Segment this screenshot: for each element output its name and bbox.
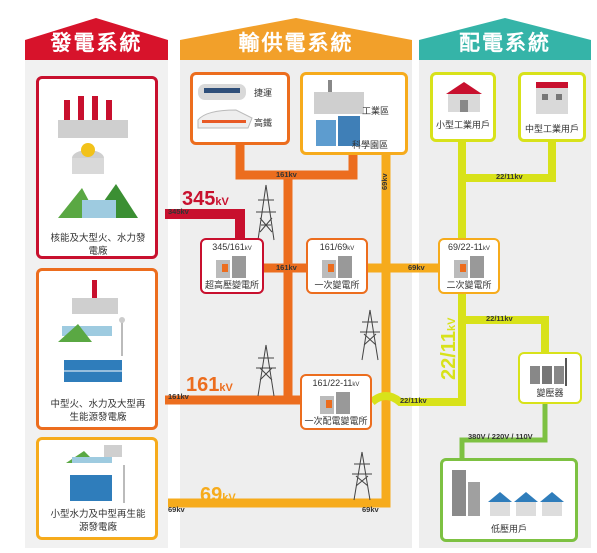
primary-dist-substation-name: 一次配電變電所 xyxy=(304,416,368,426)
large-plant-label: 核能及大型火、水力發電廠 xyxy=(50,233,146,257)
voltage-22-11-label: 22/11kV xyxy=(438,317,460,380)
generation-header-banner xyxy=(25,18,168,60)
transformer-icon xyxy=(530,358,567,386)
tag-161kv-gen: 161kv xyxy=(168,392,189,401)
voltage-161-label: 161kV xyxy=(186,374,233,396)
mrt-label: 捷運 xyxy=(254,88,273,98)
tag-345kv: 345kv xyxy=(168,207,189,216)
secondary-substation-ratio: 69/22-11kV xyxy=(448,242,490,252)
small-plant-illustration xyxy=(66,445,125,503)
substation-icon xyxy=(216,256,246,278)
line-low-voltage xyxy=(459,395,548,460)
large-plant-illustration xyxy=(58,96,138,218)
header-banners xyxy=(25,18,591,60)
medium-factory-icon xyxy=(536,82,568,114)
medium-plant-label: 中型火、水力及大型再生能源發電廠 xyxy=(50,399,146,423)
line-345kv xyxy=(165,209,245,248)
substation-icon xyxy=(454,256,484,278)
primary-substation-name: 一次變電所 xyxy=(314,280,360,290)
tag-69kv-vertical: 69kv xyxy=(380,173,389,190)
ehv-substation-ratio: 345/161kV xyxy=(212,242,252,252)
transmission-header-banner xyxy=(180,18,412,60)
line-22kv-low xyxy=(369,290,466,406)
train-illustration xyxy=(197,84,253,129)
substation-icon xyxy=(322,256,352,278)
primary-dist-substation-box xyxy=(300,374,372,430)
distribution-header: 配電系統 xyxy=(459,32,551,55)
low-voltage-label: 低壓用戶 xyxy=(490,524,527,534)
primary-dist-substation-ratio: 161/22-11kV xyxy=(312,378,360,388)
science-park-label: 科學園區 xyxy=(352,140,389,150)
tag-low-voltage: 380V / 220V / 110V xyxy=(468,432,533,441)
tag-22-11kv-top: 22/11kv xyxy=(496,172,523,181)
tag-161kv-top: 161kv xyxy=(276,170,297,179)
voltage-69-label: 69kV xyxy=(200,484,236,506)
industrial-illustration xyxy=(314,80,364,146)
primary-substation-ratio: 161/69kV xyxy=(319,242,355,252)
low-voltage-illustration xyxy=(452,470,564,516)
transmission-header: 輸供電系統 xyxy=(238,32,354,55)
industrial-zone-label: 工業區 xyxy=(362,106,390,116)
line-22kv-top xyxy=(458,115,556,182)
voltage-345-label: 345kV xyxy=(182,188,229,210)
tag-69kv-mid: 69kv xyxy=(408,263,425,272)
tower-icon xyxy=(256,184,380,501)
substation-icon xyxy=(320,392,350,414)
tag-22-11kv-low: 22/11kv xyxy=(400,396,427,405)
small-industrial-label: 小型工業用戶 xyxy=(435,120,490,130)
medium-plant-illustration xyxy=(58,280,125,382)
small-factory-icon xyxy=(446,82,482,112)
tag-69kv-bottom: 69kv xyxy=(362,505,379,514)
generation-header: 發電系統 xyxy=(50,32,143,55)
secondary-substation-name: 二次變電所 xyxy=(446,280,492,290)
small-plant-box xyxy=(36,437,158,540)
secondary-substation-box xyxy=(438,238,500,294)
transformer-label: 變壓器 xyxy=(536,388,564,398)
hsr-label: 高鐵 xyxy=(254,118,273,128)
tag-161kv-mid: 161kv xyxy=(276,263,297,272)
distribution-header-banner xyxy=(419,18,591,60)
tag-22-11kv-mid: 22/11kv xyxy=(486,314,513,323)
medium-industrial-label: 中型工業用戶 xyxy=(524,124,579,134)
primary-substation-box xyxy=(306,238,368,294)
ehv-substation-name: 超高壓變電所 xyxy=(204,280,259,290)
small-plant-label: 小型水力及中型再生能源發電廠 xyxy=(50,509,146,533)
line-69kv-vertical xyxy=(168,140,391,508)
tag-69kv-gen: 69kv xyxy=(168,505,185,514)
